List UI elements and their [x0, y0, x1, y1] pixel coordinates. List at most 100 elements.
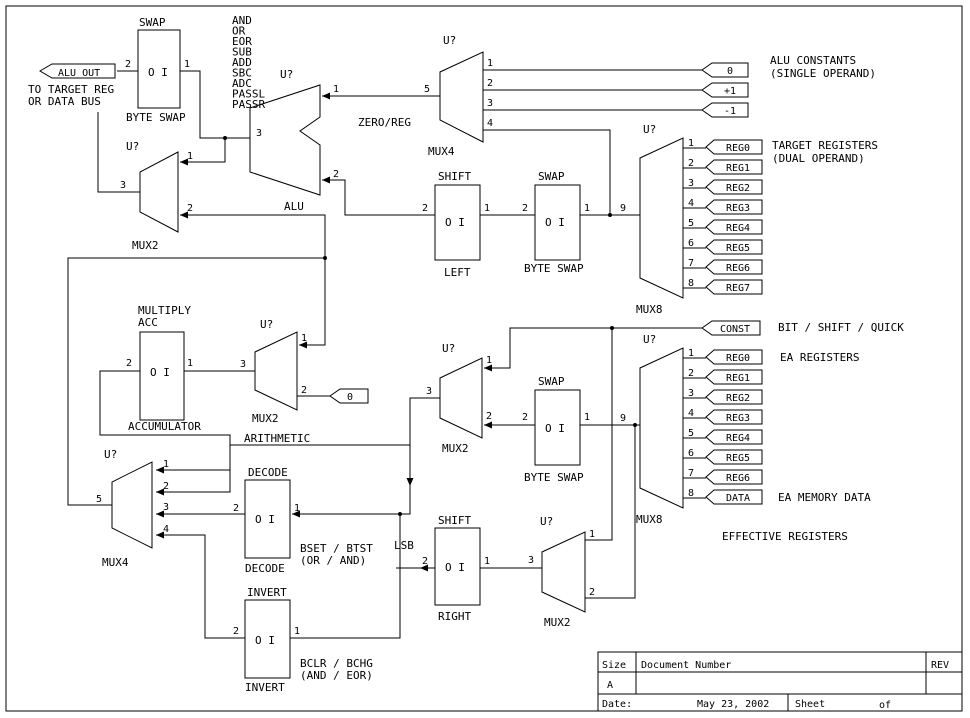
mux4-top-pin2: 2 — [487, 78, 493, 89]
multiply-note-1: MULTIPLY — [138, 304, 191, 317]
mux8-target-pin-0: 1 — [688, 138, 694, 149]
alu-operation-5: SBC — [232, 67, 252, 80]
accumulator-subtitle: ACCUMULATOR — [128, 420, 201, 433]
mux2-mid-pin2: 2 — [301, 385, 307, 396]
alu-operation-4: ADD — [232, 56, 252, 69]
target-register-tag-4: REG4 — [726, 223, 750, 234]
ea-register-tag-6-shape — [705, 469, 763, 485]
target-register-tag-7: REG7 — [726, 283, 750, 294]
mux4-bottom-label: MUX4 — [102, 556, 129, 569]
accumulator-pin1: 1 — [187, 358, 193, 369]
alu-constant-tag-0: 0 — [727, 66, 733, 77]
swap-top-pin1: 1 — [184, 59, 190, 70]
shift-left-pin2: 2 — [422, 203, 428, 214]
alu-shape — [249, 84, 321, 196]
byteswap-ea-subtitle: BYTE SWAP — [524, 471, 584, 484]
alu-constant-tag-0-shape — [701, 62, 749, 78]
wire-acc-to-mux4b-1 — [99, 370, 231, 471]
wire-const-to-mux2e-1 — [484, 327, 702, 369]
shift-left-pin1: 1 — [484, 203, 490, 214]
alu-constant-tag-1: +1 — [724, 86, 736, 97]
alu-constant-tag-2-shape — [701, 102, 749, 118]
decode-box — [244, 479, 291, 559]
target-register-tag-0-shape — [705, 139, 763, 155]
alu-pin1: 1 — [333, 84, 339, 95]
mux2-left-pin3: 3 — [120, 180, 126, 191]
shift-right-subtitle: RIGHT — [438, 610, 471, 623]
title-block-date-value: May 23, 2002 — [697, 699, 769, 710]
note-to-target-2: OR DATA BUS — [28, 95, 101, 108]
decode-title: DECODE — [248, 466, 288, 479]
target-register-tag-6-shape — [705, 259, 763, 275]
alu-operation-1: OR — [232, 25, 246, 38]
mux8-ea-pin-7: 8 — [688, 488, 694, 499]
ea-register-tag-7: DATA — [726, 493, 750, 504]
swap-top-oi: O I — [148, 66, 168, 79]
mux8-target-shape — [639, 137, 684, 299]
ea-register-tag-4: REG4 — [726, 433, 750, 444]
mux2-mid-ref: U? — [260, 318, 273, 331]
byte-swap-ea-box — [534, 389, 581, 466]
target-register-tag-4-shape — [705, 219, 763, 235]
mux2-mid-label: MUX2 — [252, 412, 279, 425]
invert-subtitle: INVERT — [245, 681, 285, 694]
shift-left-subtitle: LEFT — [444, 266, 471, 279]
mux2-left-shape — [139, 151, 179, 233]
wire-mux4t-constants — [483, 69, 702, 111]
target-register-tag-5-shape — [705, 239, 763, 255]
accumulator-pin2: 2 — [126, 358, 132, 369]
ea-register-tag-5: REG5 — [726, 453, 750, 464]
alu-operation-2: EOR — [232, 35, 252, 48]
mux8-ea-pin-6: 7 — [688, 468, 694, 479]
mux2-left-label: MUX2 — [132, 239, 159, 252]
alu-pin3: 3 — [256, 128, 262, 139]
alu-out-tag — [39, 63, 116, 79]
alu-operation-8: PASSR — [232, 98, 265, 111]
wire-mux2r-2-ea — [585, 425, 636, 599]
title-block-doc-label: Document Number — [641, 660, 731, 671]
zero-tag-mid-label: 0 — [347, 392, 353, 403]
byte-swap-mid-box — [534, 184, 581, 261]
byteswap-ea-pin1: 1 — [584, 412, 590, 423]
wire-mux2l-out-bus — [97, 112, 140, 193]
swap-top-subtitle: BYTE SWAP — [126, 111, 186, 124]
mux2-mid-pin3: 3 — [240, 359, 246, 370]
wire-invert-to-mux4b-4 — [156, 534, 245, 639]
mux8-target-ref: U? — [643, 123, 656, 136]
title-block-rev-label: REV — [931, 660, 949, 671]
mux4-bottom-pin2: 2 — [163, 481, 169, 492]
target-register-tag-3-shape — [705, 199, 763, 215]
mux8-target-pin-2: 3 — [688, 178, 694, 189]
mux4-top-shape — [439, 51, 484, 143]
target-register-tag-7-shape — [705, 279, 763, 295]
mux2-right-label: MUX2 — [544, 616, 571, 629]
mux2-ea-pin2: 2 — [486, 411, 492, 422]
mux4-top-pin1: 1 — [487, 58, 493, 69]
alu-operation-3: SUB — [232, 46, 252, 59]
mux2-left-ref: U? — [126, 140, 139, 153]
bit-shift-quick-note: BIT / SHIFT / QUICK — [778, 321, 904, 334]
arrow-down-decode-net — [406, 478, 414, 486]
mux2-right-pin1: 1 — [589, 529, 595, 540]
alu-operation-0: AND — [232, 14, 252, 27]
mux4-top-label: MUX4 — [428, 145, 455, 158]
text-layer: ANDOREORSUBADDSBCADCPASSLPASSR12345678RE… — [28, 14, 904, 694]
arrow-mux2l-2 — [180, 211, 188, 219]
junction-dots — [223, 136, 637, 516]
ea-register-tag-1-shape — [705, 369, 763, 385]
zero-reg-netlabel: ZERO/REG — [358, 116, 411, 129]
shift-right-oi: O I — [445, 561, 465, 574]
bset-note-1: BSET / BTST — [300, 542, 373, 555]
shift-right-title: SHIFT — [438, 514, 471, 527]
target-registers-note-2: (DUAL OPERAND) — [772, 152, 865, 165]
alu-operation-6: ADC — [232, 77, 252, 90]
wire-arrows — [156, 92, 492, 572]
wires — [67, 69, 706, 639]
alu-constants-note-2: (SINGLE OPERAND) — [770, 67, 876, 80]
mux8-ea-pin-2: 3 — [688, 388, 694, 399]
arrow-mux4b-3 — [156, 510, 164, 518]
mux8-ea-shape — [639, 347, 684, 509]
byteswap-mid-oi: O I — [545, 216, 565, 229]
shift-right-pin2: 2 — [422, 556, 428, 567]
mux4-bottom-ref: U? — [104, 448, 117, 461]
